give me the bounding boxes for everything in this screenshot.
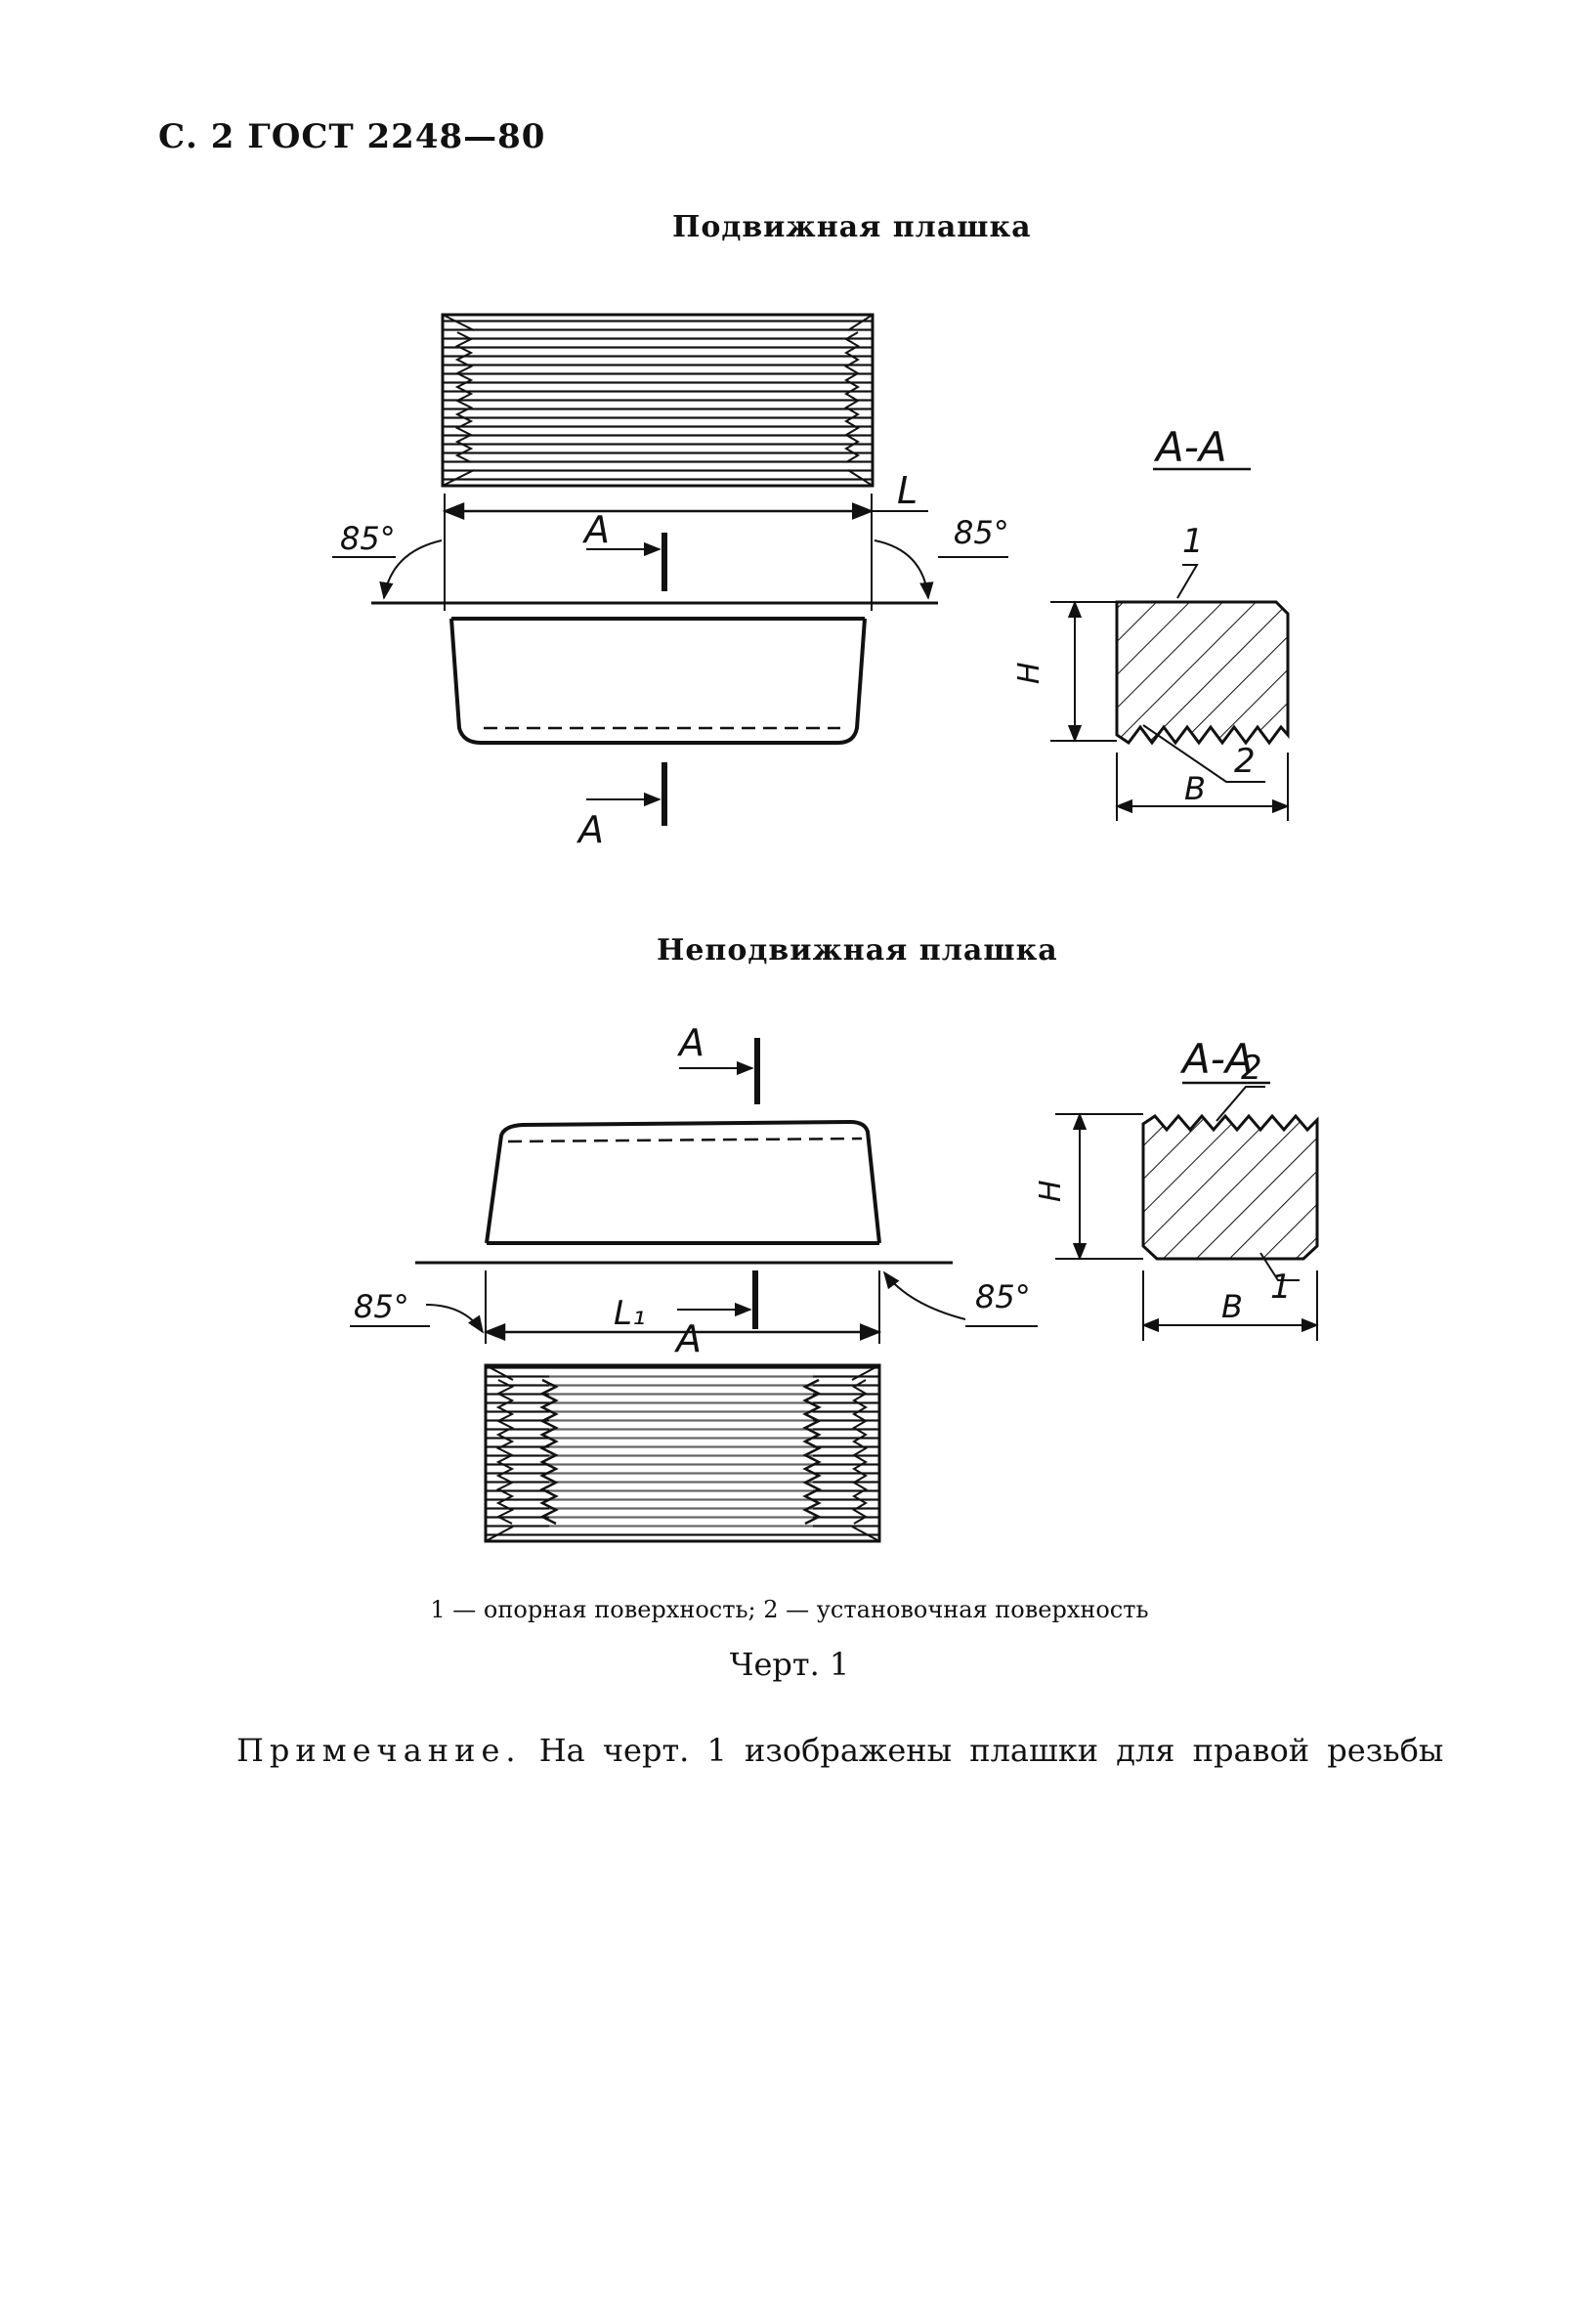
fixed-die-left-angle: 85° — [354, 1288, 409, 1325]
fixed-die-front-view — [350, 1038, 1038, 1344]
fixed-die-callout-2: 2 — [1241, 1049, 1262, 1088]
fixed-die-section-label: А-А — [1179, 1035, 1254, 1083]
fixed-die-cut-label-bottom: А — [673, 1317, 702, 1360]
fixed-die-height-label: Н — [1034, 1180, 1068, 1202]
movable-die-front-view — [332, 494, 1008, 826]
movable-die-title: Подвижная плашка — [672, 210, 1032, 244]
movable-die-left-angle: 85° — [340, 520, 396, 557]
fixed-die-width-label: В — [1221, 1288, 1243, 1325]
note-lead: Примечание. — [236, 1732, 522, 1769]
movable-die-section-label: А-А — [1153, 423, 1227, 471]
note-paragraph: Примечание. На черт. 1 изображены плашки… — [236, 1732, 1443, 1769]
movable-die-cut-label-top: А — [581, 508, 610, 551]
movable-die-thread-view — [441, 313, 875, 488]
figure-caption: Черт. 1 — [729, 1646, 850, 1683]
note-text: На черт. 1 изображены плашки для правой … — [538, 1732, 1444, 1769]
movable-die-height-label: Н — [1012, 662, 1046, 684]
movable-die-callout-2: 2 — [1234, 742, 1256, 781]
figure-legend: 1 — опорная поверхность; 2 — установочна… — [430, 1596, 1149, 1623]
movable-die-width-label: В — [1184, 770, 1206, 807]
movable-die-cut-label-bottom: А — [576, 808, 604, 851]
movable-die-right-angle: 85° — [954, 514, 1009, 551]
fixed-die-length-label: L₁ — [614, 1294, 646, 1333]
movable-die-length-label: L — [897, 469, 918, 512]
fixed-die-cut-label-top: А — [676, 1021, 704, 1064]
fixed-die-section — [1055, 1081, 1319, 1341]
page-header: С. 2 ГОСТ 2248—80 — [158, 117, 546, 156]
movable-die-callout-1: 1 — [1182, 522, 1204, 561]
fixed-die-right-angle: 85° — [975, 1278, 1031, 1315]
fixed-die-callout-1: 1 — [1270, 1268, 1292, 1307]
technical-drawing: L 85° 85° А А А-А Н В 1 2 А А L₁ — [332, 313, 1319, 1543]
fixed-die-thread-view — [484, 1363, 881, 1543]
fixed-die-title: Неподвижная плашка — [657, 933, 1058, 968]
movable-die-section — [1050, 467, 1290, 821]
